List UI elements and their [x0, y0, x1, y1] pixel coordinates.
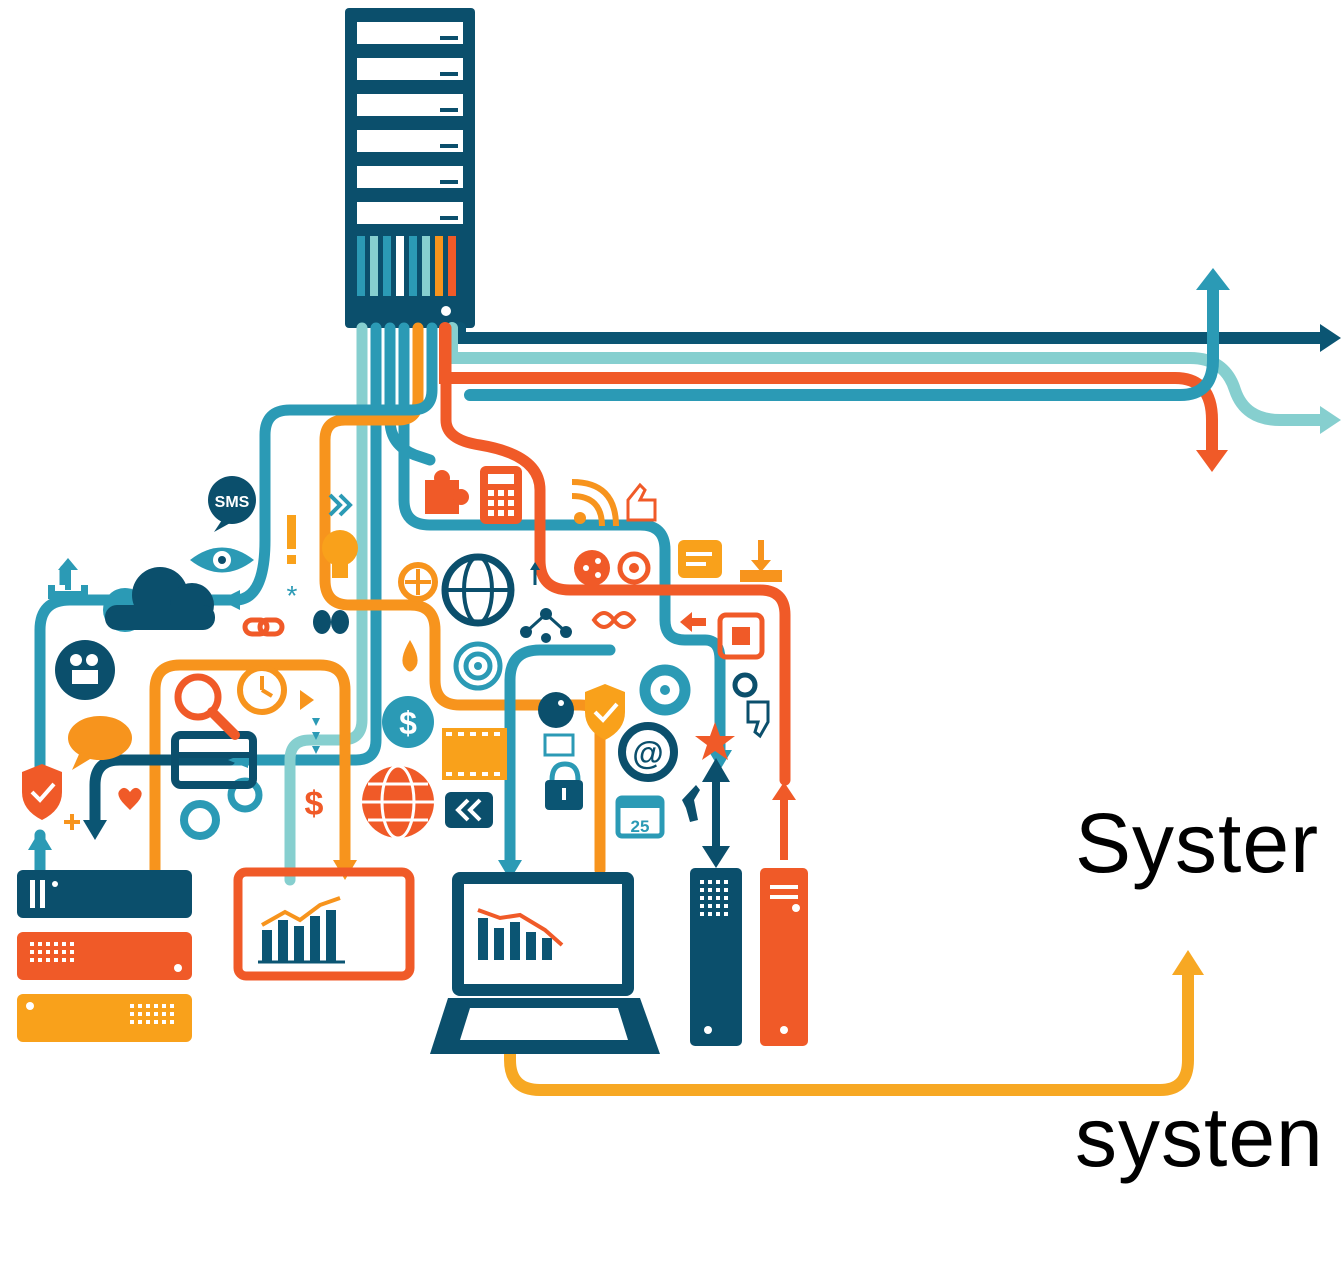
- slide-headline: Syster systen: [1075, 598, 1324, 1284]
- dollar-coin-icon: $: [382, 696, 434, 748]
- cloud-icon: [103, 567, 215, 632]
- thumbs-down-icon: [746, 700, 770, 739]
- gear-icon: [639, 664, 691, 716]
- star-icon: [695, 722, 735, 760]
- lightbulb-icon: [322, 530, 358, 578]
- sms-icon: SMS: [208, 476, 256, 532]
- gears-icon: [180, 777, 263, 840]
- shield-badge-icon: [585, 684, 625, 740]
- asterisk-icon: *: [287, 580, 298, 611]
- globe-network-icon: [441, 553, 515, 627]
- arrow-up-small-icon: [530, 562, 540, 585]
- puzzle-icon: [425, 470, 469, 514]
- pipe-arrowheads: [1196, 268, 1341, 472]
- calendar-icon: 25: [615, 795, 665, 839]
- svg-text:$: $: [305, 785, 324, 823]
- butterfly-icon: [313, 610, 349, 634]
- calendar-day: 25: [631, 817, 650, 836]
- plus-icon: [64, 814, 80, 830]
- laptop: [430, 872, 660, 1054]
- message-icon: [678, 540, 722, 578]
- bottom-loop-pipe: [504, 950, 1204, 1096]
- headline-line-1: Syster: [1075, 796, 1320, 890]
- arrow-left-icon: [680, 612, 706, 632]
- download-icon: [740, 540, 782, 582]
- upload-icon: [48, 558, 88, 599]
- at-sign-icon: @: [618, 722, 678, 782]
- rss-icon: [571, 479, 619, 527]
- fast-forward-icon: [328, 493, 353, 517]
- small-gear-icon: [732, 672, 758, 698]
- horizontal-pipes: [439, 284, 1326, 456]
- lifebuoy-icon: [617, 551, 651, 585]
- play-arrow-icon: [300, 690, 314, 710]
- dollar-icon: $: [305, 785, 324, 823]
- padlock-icon: [545, 761, 583, 810]
- monitor-chart: [233, 867, 415, 981]
- world-globe-icon: [362, 764, 434, 840]
- music-note-icon: [543, 733, 575, 757]
- double-arrow-icon: [702, 758, 730, 868]
- eye-icon: [190, 547, 254, 573]
- bird-icon: [538, 692, 574, 728]
- down-arrows-icon: [312, 718, 320, 754]
- at-sign: @: [632, 735, 663, 771]
- dollar-sign: $: [399, 705, 417, 741]
- cursor-icon: [682, 785, 700, 822]
- network-nodes-icon: [520, 608, 572, 643]
- droplet-icon: [402, 640, 418, 672]
- share-icon: [574, 550, 610, 586]
- target-icon: [453, 641, 503, 691]
- aperture-icon: [398, 562, 438, 602]
- exclamation-icon: [287, 515, 296, 564]
- chain-link-icon: [242, 617, 285, 637]
- sms-label: SMS: [215, 494, 250, 511]
- credit-card-icon: [171, 731, 257, 789]
- headline-line-2: systen: [1075, 1090, 1324, 1184]
- tower-pcs: [690, 782, 808, 1046]
- vertical-pipes: [224, 322, 791, 886]
- shield-check-icon: [22, 764, 62, 820]
- film-strip-icon: [442, 728, 507, 780]
- video-camera-icon: [55, 640, 115, 700]
- rack-servers: [17, 870, 192, 1042]
- chip-icon: [717, 612, 765, 660]
- svg-text:*: *: [287, 580, 298, 611]
- infographic-illustration: SMS: [17, 8, 1341, 1096]
- chat-bubble-icon: [68, 716, 132, 770]
- calculator-icon: [480, 466, 522, 524]
- rewind-icon: [445, 792, 493, 828]
- infinity-icon: [591, 611, 637, 629]
- server-tower: [345, 8, 475, 328]
- clock-icon: [237, 665, 287, 715]
- magnifier-icon: [174, 673, 240, 740]
- heart-icon: [118, 787, 142, 810]
- thumbs-up-icon: [626, 482, 657, 522]
